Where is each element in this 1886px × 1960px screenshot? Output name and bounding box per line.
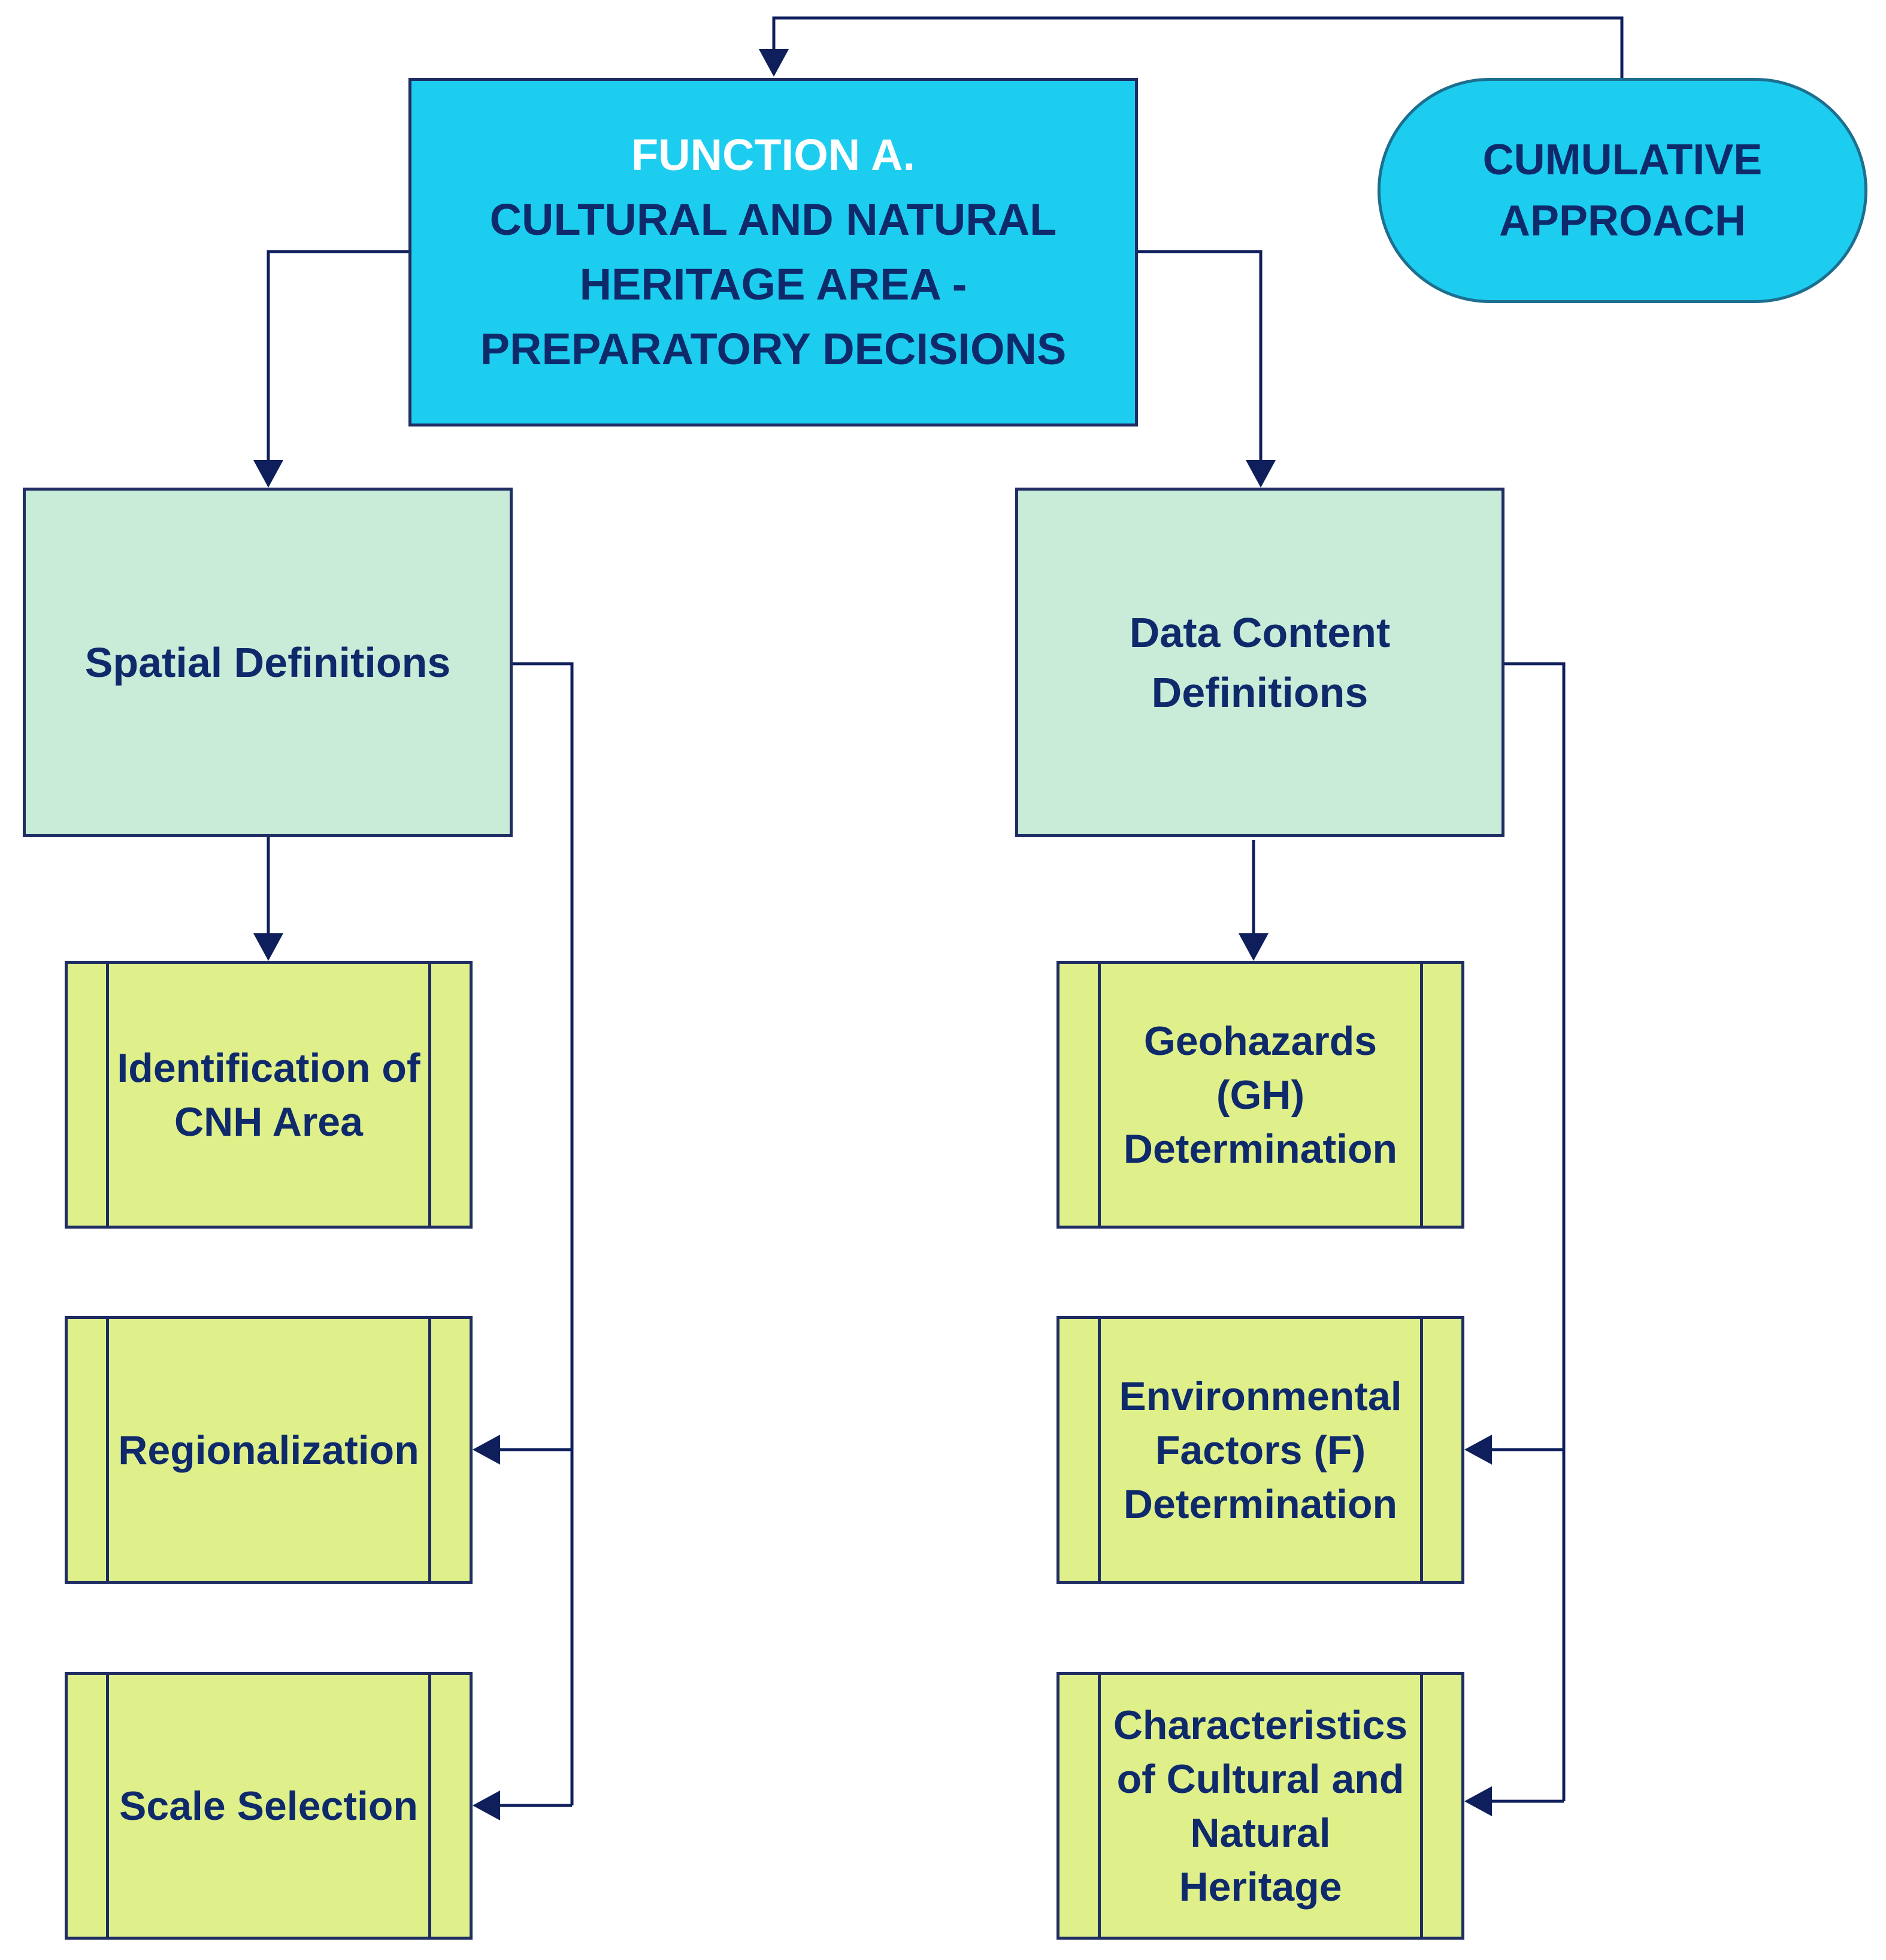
function-a-title: FUNCTION A. bbox=[631, 130, 916, 180]
arrowhead bbox=[1464, 1786, 1492, 1816]
function-a-box: FUNCTION A. CULTURAL AND NATURAL HERITAG… bbox=[408, 78, 1138, 427]
characteristics-line: of Cultural and bbox=[1116, 1756, 1404, 1802]
identification-box: Identification of CNH Area bbox=[65, 961, 473, 1229]
characteristics-line: Natural bbox=[1190, 1810, 1331, 1856]
connector-data-content-bracket bbox=[1504, 662, 1566, 1801]
environmental-line: Factors (F) bbox=[1155, 1427, 1366, 1473]
data-content-line: Data Content bbox=[1129, 609, 1391, 656]
characteristics-box: Characteristics of Cultural and Natural … bbox=[1056, 1672, 1464, 1940]
spatial-definitions-label: Spatial Definitions bbox=[84, 639, 451, 686]
data-content-definitions-box: Data Content Definitions bbox=[1015, 488, 1504, 837]
geohazards-line: Geohazards bbox=[1143, 1018, 1378, 1064]
arrowhead bbox=[473, 1435, 500, 1465]
identification-line: CNH Area bbox=[174, 1099, 363, 1145]
connector-spatial-bracket bbox=[513, 662, 574, 1805]
regionalization-box: Regionalization bbox=[65, 1316, 473, 1584]
connector-main-to-data-content bbox=[1138, 250, 1263, 460]
cumulative-line: CUMULATIVE bbox=[1482, 136, 1763, 184]
characteristics-line: Heritage bbox=[1179, 1864, 1342, 1910]
connector-cumulative-to-main bbox=[772, 16, 1624, 78]
geohazards-line: Determination bbox=[1123, 1126, 1398, 1172]
scale-selection-box: Scale Selection bbox=[65, 1672, 473, 1940]
function-a-line: PREPARATORY DECISIONS bbox=[480, 324, 1067, 374]
cumulative-approach-node: CUMULATIVE APPROACH bbox=[1378, 78, 1867, 303]
function-a-line: HERITAGE AREA - bbox=[579, 259, 967, 309]
cumulative-line: APPROACH bbox=[1498, 197, 1746, 245]
arrowhead bbox=[759, 49, 789, 77]
arrowhead bbox=[1246, 460, 1276, 488]
scale-selection-label: Scale Selection bbox=[119, 1783, 418, 1829]
characteristics-line: Characteristics bbox=[1113, 1702, 1408, 1748]
arrowhead bbox=[473, 1790, 500, 1820]
environmental-line: Environmental bbox=[1119, 1373, 1402, 1419]
geohazards-line: (GH) bbox=[1216, 1072, 1305, 1118]
arrowhead bbox=[253, 460, 283, 488]
geohazards-box: Geohazards (GH) Determination bbox=[1056, 961, 1464, 1229]
identification-line: Identification of bbox=[117, 1045, 420, 1091]
function-a-line: CULTURAL AND NATURAL bbox=[489, 195, 1057, 244]
arrowhead bbox=[1239, 933, 1269, 961]
arrowhead bbox=[1464, 1435, 1492, 1465]
regionalization-label: Regionalization bbox=[118, 1427, 419, 1473]
spatial-definitions-box: Spatial Definitions bbox=[23, 488, 513, 837]
environmental-factors-box: Environmental Factors (F) Determination bbox=[1056, 1316, 1464, 1584]
environmental-line: Determination bbox=[1123, 1481, 1398, 1527]
data-content-line: Definitions bbox=[1151, 669, 1369, 716]
connector-main-to-spatial bbox=[267, 250, 408, 460]
arrowhead bbox=[253, 933, 283, 961]
